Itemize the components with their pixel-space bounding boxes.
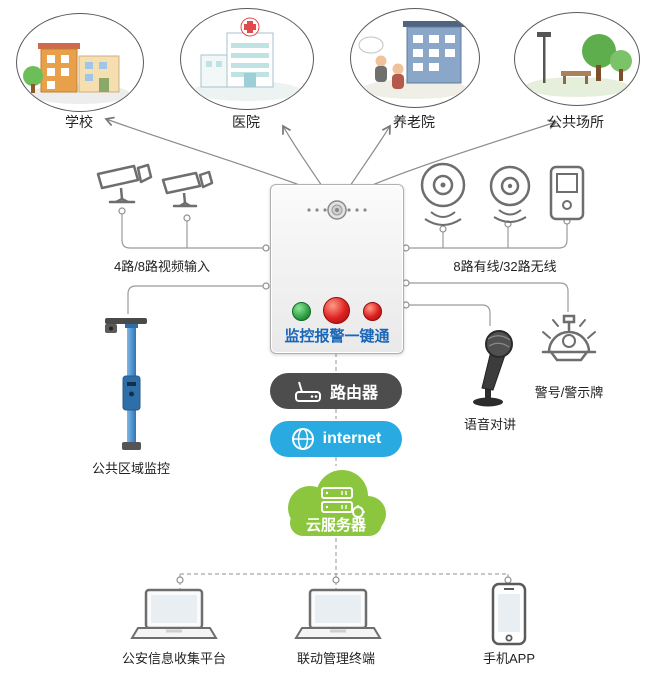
laptop-icon: [126, 588, 222, 644]
terminal-label-police-platform: 公安信息收集平台: [121, 651, 227, 666]
scene-label-nursing-home: 养老院: [393, 114, 435, 130]
laptop-icon: [290, 588, 386, 644]
microphone-icon: [462, 324, 520, 408]
hospital-illustration-icon: [193, 17, 301, 101]
scene-label-public-place: 公共场所: [548, 114, 604, 130]
cctv-camera-icon: [90, 158, 154, 214]
scene-label-hospital: 医院: [232, 114, 260, 130]
scene-school: [16, 13, 144, 112]
siren-light-icon: [541, 312, 597, 376]
internet-label: internet: [322, 430, 382, 447]
smartphone-icon: [490, 582, 528, 646]
internet-node: internet: [270, 421, 402, 457]
speaker-grille-icon: [307, 200, 367, 220]
intercom-label: 语音对讲: [463, 417, 517, 432]
cloud-server-icon: [276, 462, 396, 550]
globe-icon: [291, 428, 314, 450]
cctv-camera-icon: [156, 166, 214, 216]
green-led-indicator: [292, 302, 311, 321]
nursing-home-illustration-icon: [358, 21, 467, 99]
device-title: 监控报警一键通: [284, 328, 390, 345]
smoke-detector-icon: [416, 158, 470, 232]
area-monitor-label: 公共区域监控: [91, 461, 171, 476]
router-node: 路由器: [270, 373, 402, 409]
wireless-panel-icon: [548, 164, 586, 222]
red-led-indicator: [323, 297, 350, 324]
scene-hospital: [180, 8, 314, 110]
terminal-label-management: 联动管理终端: [296, 651, 376, 666]
smoke-detector-icon: [486, 162, 534, 228]
pole-camera-icon: [103, 314, 159, 454]
scene-label-school: 学校: [65, 114, 93, 130]
terminal-label-mobile-app: 手机APP: [482, 651, 536, 666]
school-illustration-icon: [23, 43, 130, 104]
router-label: 路由器: [329, 385, 378, 402]
wireless-channels-label: 8路有线/32路无线: [453, 259, 557, 274]
park-illustration-icon: [525, 32, 632, 97]
scene-nursing-home: [350, 8, 480, 108]
cloud-label: 云服务器: [305, 517, 367, 534]
router-icon: [294, 381, 321, 402]
siren-label: 警号/警示牌: [534, 385, 604, 400]
video-input-label: 4路/8路视频输入: [113, 259, 211, 274]
red-led-indicator: [363, 302, 382, 321]
scene-public-place: [514, 12, 640, 106]
alarm-host-device: 监控报警一键通: [270, 184, 404, 354]
